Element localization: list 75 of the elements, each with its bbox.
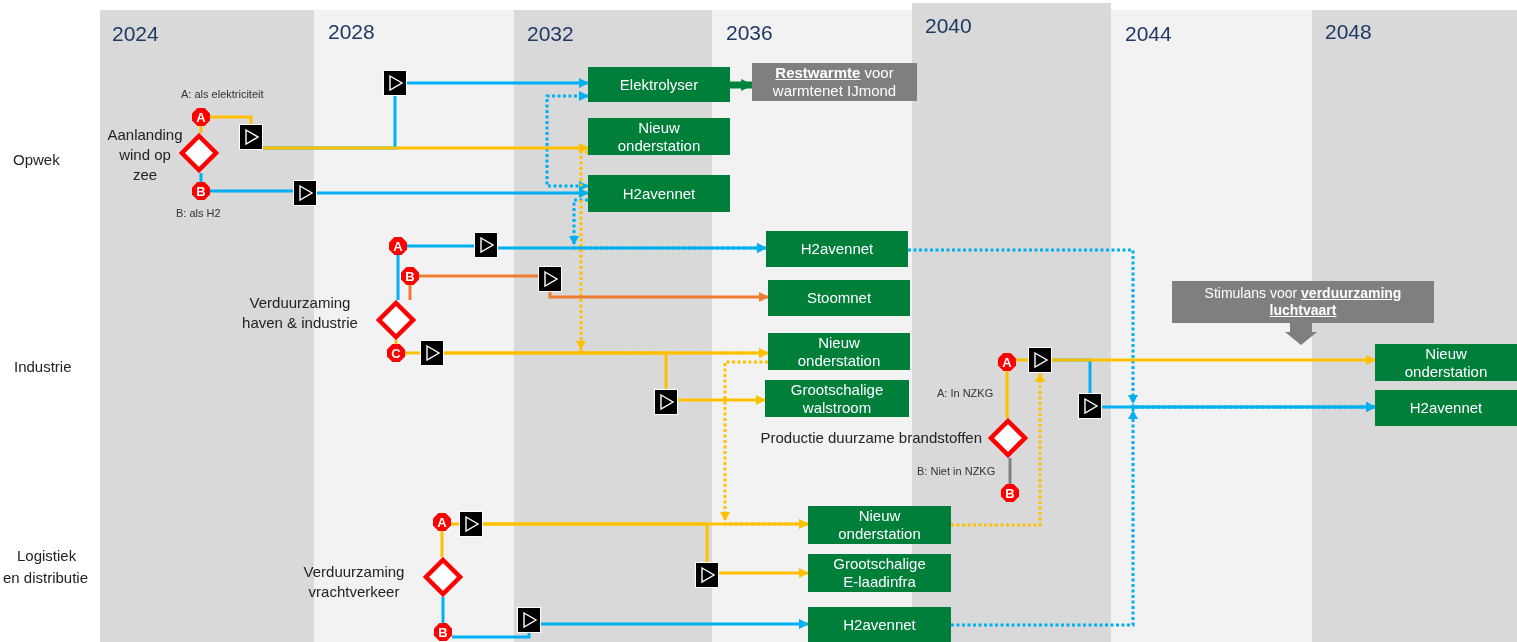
connector-line: [394, 340, 398, 344]
connector-line: [419, 274, 538, 278]
decision-label: Verduurzaming haven & industrie: [241, 293, 359, 333]
start-marker: [538, 266, 562, 292]
arrow: [498, 243, 767, 253]
arrow: [1102, 402, 1376, 412]
connector-line: [1008, 458, 1012, 484]
year-label: 2040: [925, 14, 972, 38]
milestone-box: H2avennet: [766, 231, 908, 267]
row-label: Opwek: [13, 150, 61, 170]
start-marker: [654, 389, 678, 415]
note-box: Restwarmte voor warmtenet IJmond: [752, 63, 917, 101]
start-marker: [293, 180, 317, 206]
start-marker: [459, 511, 483, 537]
arrow: [541, 619, 809, 629]
year-label: 2024: [112, 22, 159, 46]
milestone-box: Nieuw onderstation: [808, 506, 951, 544]
year-label: 2032: [527, 22, 574, 46]
option-caption: A: als elektriciteit: [181, 88, 264, 100]
milestone-box: Nieuw onderstation: [768, 333, 910, 370]
row-label: Logistiek en distributie: [3, 546, 90, 588]
dotted-arrow: [951, 372, 1045, 527]
connector-line: [199, 126, 203, 133]
connector-line: [210, 115, 253, 124]
connector-line: [451, 522, 459, 526]
milestone-box: Nieuw onderstation: [588, 118, 730, 155]
arrow: [263, 143, 589, 153]
arrow: [444, 348, 769, 358]
start-marker: [1028, 347, 1052, 373]
start-marker: [383, 70, 407, 96]
arrow: [730, 79, 754, 91]
dotted-arrow: [545, 91, 589, 191]
year-label: 2048: [1325, 20, 1372, 44]
connector-line: [210, 189, 293, 193]
connector-line: [407, 244, 474, 248]
year-label: 2044: [1125, 22, 1172, 46]
start-marker: [1078, 393, 1102, 419]
decision-label: Productie duurzame brandstoffen: [760, 428, 982, 448]
arrow: [483, 519, 809, 529]
year-label: 2036: [726, 21, 773, 45]
option-caption: B: Niet in NZKG: [917, 465, 996, 477]
arrow: [719, 568, 809, 578]
arrow: [317, 188, 589, 198]
option-caption: A: In NZKG: [937, 387, 994, 399]
connector-line: [1016, 358, 1028, 362]
connector-line: [405, 351, 420, 355]
arrow: [1052, 355, 1376, 365]
connector-line: [441, 597, 445, 623]
milestone-box: Grootschalige E-laadinfra: [808, 554, 951, 592]
milestone-box: H2avennet: [808, 607, 951, 642]
start-marker: [695, 562, 719, 588]
connector-line: [440, 531, 444, 557]
milestone-box: Nieuw onderstation: [1375, 344, 1517, 381]
arrow: [407, 78, 589, 88]
decision-label: Verduurzaming vrachtverkeer: [302, 562, 406, 602]
milestone-box: Stoomnet: [768, 280, 910, 316]
arrow: [548, 292, 769, 302]
connector-line: [199, 173, 203, 182]
arrow: [678, 395, 766, 405]
start-marker: [474, 232, 498, 258]
decision-label: Aanlanding wind op zee: [106, 125, 184, 185]
row-label: Industrie: [14, 357, 73, 377]
connector-line: [396, 255, 400, 300]
milestone-box: Elektrolyser: [588, 67, 730, 102]
milestone-box: H2avennet: [588, 175, 730, 212]
start-marker: [517, 607, 541, 633]
connector-line: [452, 633, 531, 639]
milestone-box: H2avennet: [1375, 390, 1517, 426]
option-caption: B: als H2: [176, 207, 221, 219]
connector-line: [1005, 371, 1009, 418]
start-marker: [239, 124, 263, 150]
milestone-box: Grootschalige walstroom: [765, 380, 909, 417]
start-marker: [420, 340, 444, 366]
year-label: 2028: [328, 20, 375, 44]
connector-line: [408, 285, 412, 300]
